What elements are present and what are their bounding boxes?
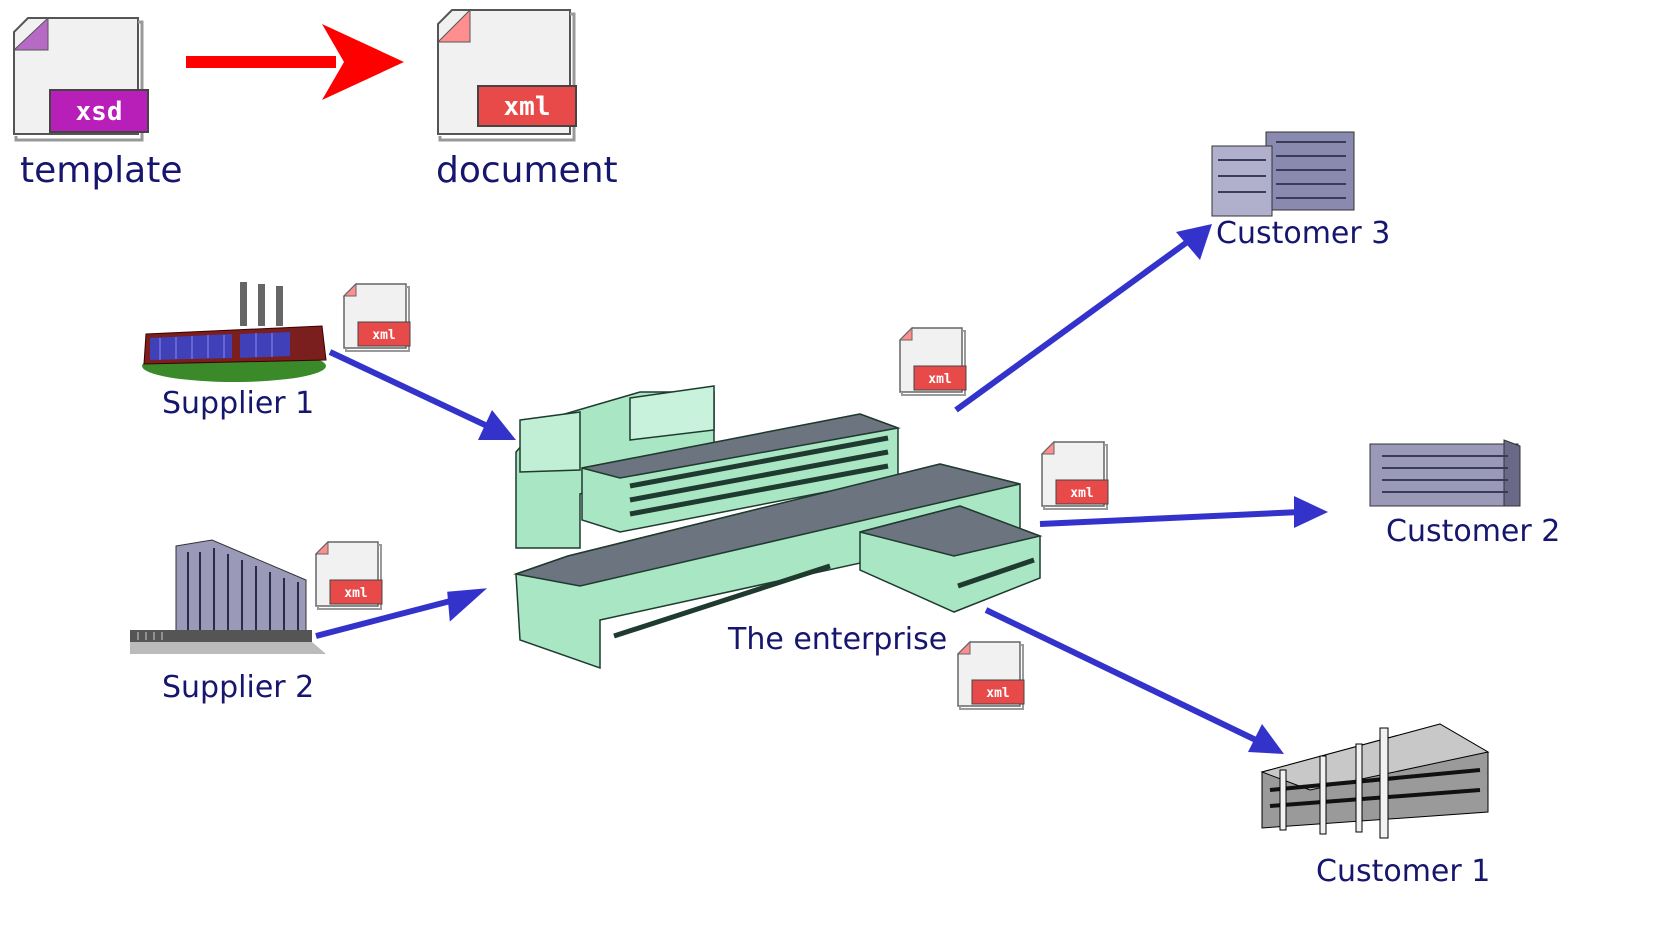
enterprise-to-customer1-arrow: [984, 607, 1262, 745]
xsd-template-icon: xsd: [12, 16, 149, 142]
customer2-label: Customer 2: [1386, 514, 1561, 549]
xml-badge-label: xml: [986, 686, 1009, 701]
xsd-badge-label: xsd: [76, 97, 123, 127]
xml-badge-label: xml: [344, 586, 367, 601]
supplier1-factory-icon: [142, 282, 327, 382]
xml-badge-label: xml: [1070, 486, 1093, 501]
xml-badge-label: xml: [504, 92, 551, 122]
customer3-office-building-icon: [1211, 131, 1355, 217]
template-label: template: [20, 150, 183, 191]
template-to-document-arrow: [186, 24, 404, 100]
customer3-label: Customer 3: [1216, 216, 1391, 251]
supplier2-office-building-icon: [130, 539, 326, 654]
customer2-office-building-icon: [1369, 439, 1521, 507]
customer1-label: Customer 1: [1316, 854, 1491, 889]
xml-badge-label: xml: [928, 372, 951, 387]
enterprise-to-customer2-arrow: [1039, 509, 1301, 527]
supplier2-to-enterprise-arrow: [315, 595, 463, 639]
xml-doc-customer2-icon: xml: [1041, 441, 1109, 510]
enterprise-label: The enterprise: [728, 622, 948, 657]
enterprise-building-icon: [513, 385, 1043, 670]
supplier1-label: Supplier 1: [162, 386, 315, 421]
xml-doc-supplier1-icon: xml: [343, 283, 411, 352]
supplier2-label: Supplier 2: [162, 670, 315, 705]
xml-badge-label: xml: [372, 328, 395, 343]
supplier1-to-enterprise-arrow: [328, 349, 502, 435]
xml-doc-customer1-icon: xml: [957, 641, 1025, 710]
xml-doc-supplier2-icon: xml: [315, 541, 383, 610]
enterprise-to-customer3-arrow: [954, 237, 1192, 413]
xml-document-icon: xml: [436, 8, 577, 142]
document-label: document: [436, 150, 618, 191]
customer1-office-building-icon: [1260, 723, 1490, 839]
xml-doc-customer3-icon: xml: [899, 327, 967, 396]
